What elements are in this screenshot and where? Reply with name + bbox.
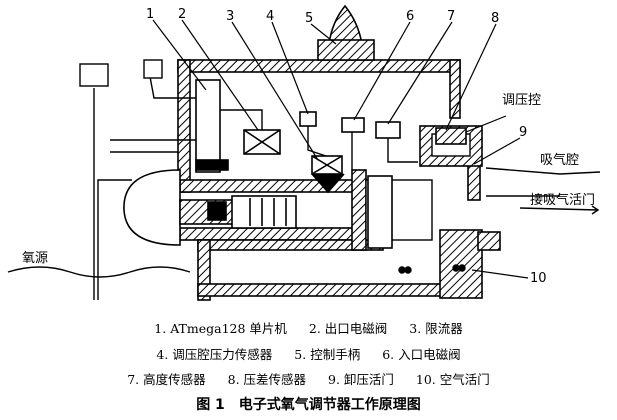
legend-item: 5. 控制手柄 — [294, 347, 361, 362]
callout-6: 6 — [406, 9, 414, 24]
chamber-pressure-sensor — [299, 111, 317, 127]
legend-item: 4. 调压腔压力传感器 — [156, 347, 273, 362]
legend-item: 6. 入口电磁阀 — [382, 347, 461, 362]
housing-top-wall — [177, 59, 461, 73]
callout-7: 7 — [447, 9, 455, 24]
inlet-channel-bottom — [197, 283, 481, 297]
power-box — [79, 63, 109, 87]
altitude-wire — [387, 138, 418, 163]
sensor-wire-b — [97, 179, 132, 300]
callout-3: 3 — [226, 9, 234, 24]
legend-item: 3. 限流器 — [409, 321, 463, 336]
mcu-pins — [195, 159, 229, 171]
legend-row-3: 7. 高度传感器 8. 压差传感器 9. 卸压活门 10. 空气活门 — [0, 369, 617, 388]
legend-item: 1. ATmega128 单片机 — [154, 321, 287, 336]
relief-valve-body — [367, 175, 393, 249]
legend-item: 10. 空气活门 — [415, 372, 490, 387]
callout-10: 10 — [530, 271, 547, 286]
legend-item: 7. 高度传感器 — [127, 372, 206, 387]
indicator-box — [143, 59, 163, 79]
callout-2: 2 — [178, 7, 186, 22]
label-breathing-chamber: 吸气腔 — [540, 152, 579, 168]
label-oxygen-source: 氧源 — [22, 251, 48, 266]
breathing-arrow — [519, 207, 599, 211]
outlet-block — [439, 229, 483, 299]
inlet-solenoid-valve — [341, 117, 365, 133]
housing-right-wall — [449, 59, 461, 119]
callout-1: 1 — [146, 7, 154, 22]
relief-valve-seat — [311, 173, 345, 194]
legend-item: 8. 压差传感器 — [227, 372, 307, 387]
valve-block-left — [351, 169, 367, 251]
breathing-tube-top — [485, 167, 601, 175]
housing-lower-wall — [179, 227, 381, 241]
legend-item: 2. 出口电磁阀 — [308, 321, 388, 336]
outlet-flange — [477, 231, 501, 251]
label-breathing-valve: 接吸气活门 — [530, 192, 595, 208]
callout-9: 9 — [519, 125, 527, 140]
altitude-bellows — [123, 169, 181, 246]
diff-pressure-sensor — [435, 127, 467, 145]
callout-8: 8 — [491, 11, 499, 26]
legend-item: 9. 卸压活门 — [328, 372, 394, 387]
figure-caption: 图 1 电子式氧气调节器工作原理图 — [196, 397, 421, 413]
valve-wire — [220, 109, 263, 130]
restrictor-wire — [307, 126, 327, 157]
legend-row-1: 1. ATmega128 单片机 2. 出口电磁阀 3. 限流器 — [0, 318, 617, 337]
oxygen-source-line — [7, 266, 191, 278]
legend-row-2: 4. 调压腔压力传感器 5. 控制手柄 6. 入口电磁阀 — [0, 344, 617, 363]
spring-cap — [207, 201, 227, 221]
callout-4: 4 — [266, 9, 274, 24]
mcu-board — [195, 79, 221, 173]
callout-5: 5 — [305, 11, 313, 26]
altitude-sensor — [375, 121, 401, 139]
label-regulating-chamber: 调压控 — [502, 93, 541, 108]
air-valve — [398, 264, 466, 274]
control-handle — [317, 4, 375, 61]
housing-mid-wall — [179, 179, 371, 193]
